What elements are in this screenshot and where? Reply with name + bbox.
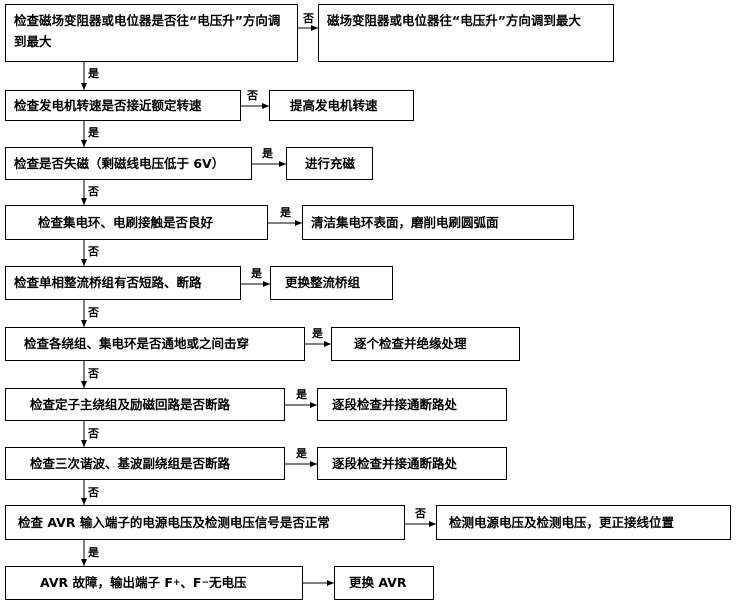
down-label-1: 是 xyxy=(88,67,99,80)
action-box-10: 更换 AVR xyxy=(334,566,434,600)
side-label-3: 是 xyxy=(262,147,273,160)
down-label-5: 否 xyxy=(88,306,99,319)
avr-fault-suffix: 无电压 xyxy=(209,575,247,590)
check-box-2: 检查发电机转速是否接近额定转速 xyxy=(5,90,241,121)
check-box-3: 检查是否失磁（剩磁线电压低于 6V） xyxy=(5,147,252,180)
check-box-8: 检查三次谐波、基波副绕组是否断路 xyxy=(5,447,285,480)
action-box-3: 进行充磁 xyxy=(286,147,373,180)
side-label-6: 是 xyxy=(312,327,323,340)
side-label-2: 否 xyxy=(247,89,258,102)
side-label-5: 是 xyxy=(251,267,262,280)
down-label-8: 否 xyxy=(88,486,99,499)
avr-fault-mid: 、F xyxy=(180,575,202,590)
side-label-9: 否 xyxy=(415,507,426,520)
action-box-6: 逐个检查并绝缘处理 xyxy=(331,327,520,361)
check-box-7: 检查定子主绕组及励磁回路是否断路 xyxy=(5,388,285,421)
terminal-plus: + xyxy=(172,578,181,588)
check-box-5: 检查单相整流桥组有否短路、断路 xyxy=(5,266,241,300)
down-label-4: 否 xyxy=(88,245,99,258)
down-label-2: 是 xyxy=(88,126,99,139)
side-label-8: 是 xyxy=(296,447,307,460)
action-box-5: 更换整流桥组 xyxy=(270,266,393,300)
side-label-7: 是 xyxy=(296,388,307,401)
action-box-4: 清洁集电环表面，磨削电刷圆弧面 xyxy=(302,205,574,240)
down-label-6: 否 xyxy=(88,367,99,380)
action-box-1: 磁场变阻器或电位器往“电压升”方向调到最大 xyxy=(318,4,614,62)
avr-fault-prefix: AVR 故障，输出端子 F xyxy=(40,575,173,590)
side-label-1: 否 xyxy=(303,12,314,25)
action-box-7: 逐段检查并接通断路处 xyxy=(317,388,507,421)
check-box-10: AVR 故障，输出端子 F+、F− 无电压 xyxy=(5,566,303,600)
down-label-7: 否 xyxy=(88,427,99,440)
side-label-4: 是 xyxy=(280,206,291,219)
action-box-9: 检测电源电压及检测电压，更正接线位置 xyxy=(436,505,731,540)
check-box-4: 检查集电环、电刷接触是否良好 xyxy=(5,205,268,240)
terminal-minus: − xyxy=(201,578,210,588)
down-label-3: 否 xyxy=(88,185,99,198)
check-box-6: 检查各绕组、集电环是否通地或之间击穿 xyxy=(5,327,305,361)
action-box-2: 提高发电机转速 xyxy=(269,90,414,121)
action-box-8: 逐段检查并接通断路处 xyxy=(317,447,507,480)
check-box-9: 检查 AVR 输入端子的电源电压及检测电压信号是否正常 xyxy=(5,505,405,540)
down-label-9: 是 xyxy=(88,546,99,559)
check-box-1: 检查磁场变阻器或电位器是否往“电压升”方向调到最大 xyxy=(5,4,298,62)
